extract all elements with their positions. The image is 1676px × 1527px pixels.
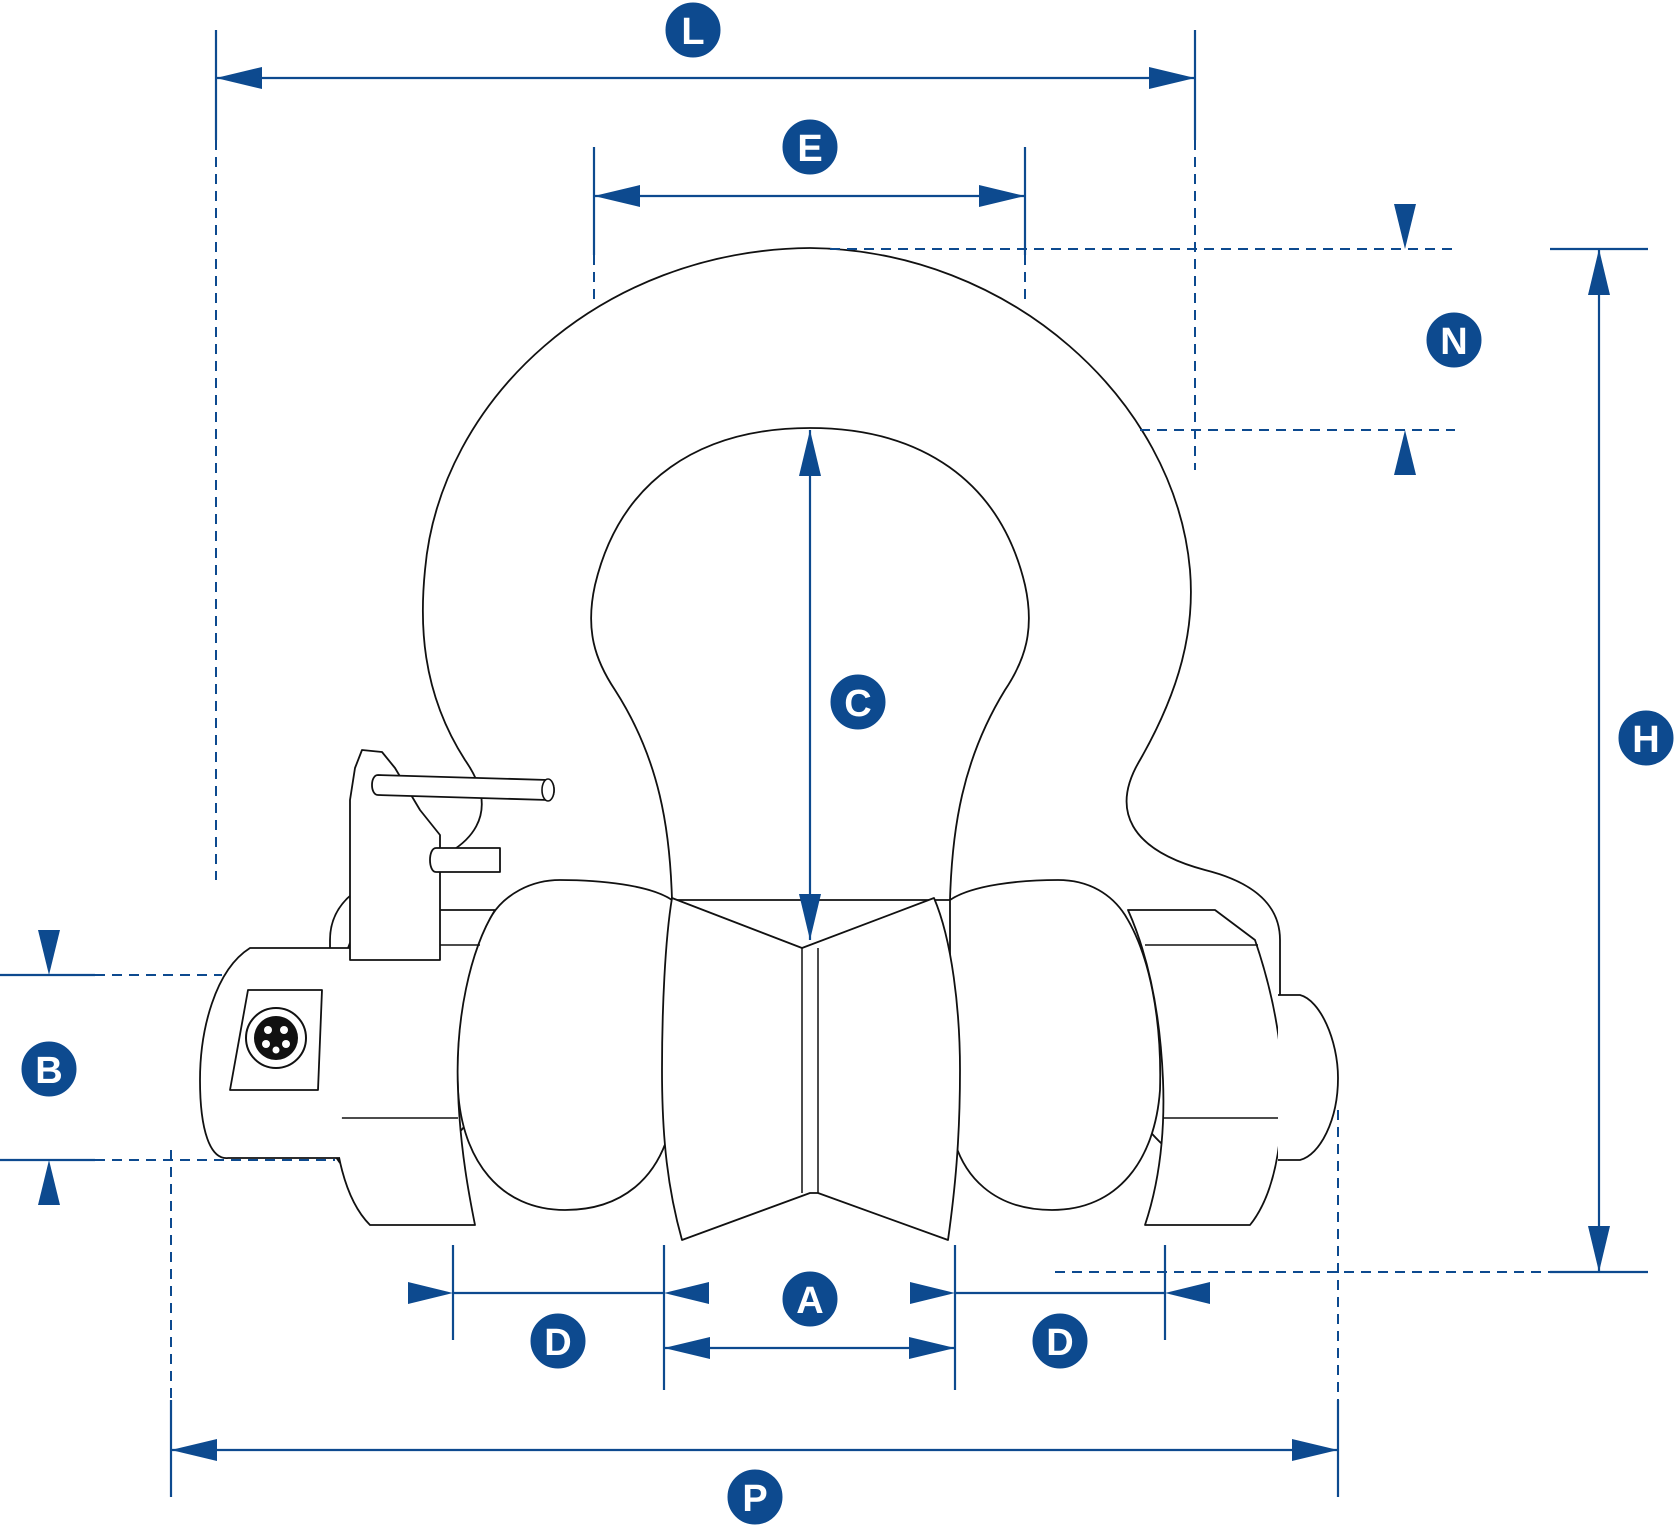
dim-N-arrow-bottom xyxy=(1394,430,1416,475)
dim-B-arrow-top xyxy=(38,930,60,975)
dim-E-arrow-right xyxy=(979,185,1025,207)
safety-pin xyxy=(371,774,555,801)
left-ear xyxy=(456,879,673,1211)
dim-L-arrow-right xyxy=(1149,67,1195,89)
dim-A-arrow-left xyxy=(664,1337,710,1359)
badge-D-left: D xyxy=(527,1310,589,1372)
retaining-pin xyxy=(429,847,501,873)
badge-D-left-text: D xyxy=(544,1322,571,1364)
dim-D-right-arrow-b xyxy=(1165,1282,1210,1304)
dim-A-arrow-right xyxy=(909,1337,955,1359)
safety-bracket xyxy=(349,749,441,961)
badge-L: L xyxy=(662,0,724,61)
badge-C-text: C xyxy=(844,683,871,725)
badge-P-text: P xyxy=(742,1478,767,1520)
dim-D-left-arrow-a xyxy=(408,1282,453,1304)
sensor-connector-icon xyxy=(245,1007,307,1069)
badge-E: E xyxy=(779,116,841,178)
dim-P-arrow-right xyxy=(1292,1439,1338,1461)
badge-D-right: D xyxy=(1029,1310,1091,1372)
badge-E-text: E xyxy=(797,128,822,170)
badge-B-text: B xyxy=(35,1050,62,1092)
shackle-drawing xyxy=(199,247,1339,1241)
dim-C-arrow-top xyxy=(799,430,821,476)
badge-N: N xyxy=(1423,309,1485,371)
badge-P: P xyxy=(724,1466,786,1527)
load-pin-sleeve xyxy=(661,897,961,1241)
badge-B: B xyxy=(18,1038,80,1100)
dim-B-arrow-bottom xyxy=(38,1160,60,1205)
dimension-badges: L E N H C B A D xyxy=(18,0,1676,1527)
dim-P-arrow-left xyxy=(171,1439,217,1461)
dim-N-arrow-top xyxy=(1394,204,1416,249)
dim-C-arrow-bottom xyxy=(799,894,821,940)
badge-H-text: H xyxy=(1632,719,1659,761)
badge-C: C xyxy=(827,671,889,733)
right-ear xyxy=(949,879,1162,1211)
dim-E-arrow-left xyxy=(594,185,640,207)
badge-A: A xyxy=(779,1268,841,1330)
dim-H-arrow-top xyxy=(1588,249,1610,295)
right-nut xyxy=(1127,909,1284,1226)
bolt-end xyxy=(1278,994,1339,1161)
badge-H: H xyxy=(1615,707,1676,769)
dim-L-arrow-left xyxy=(216,67,262,89)
dim-H-arrow-bottom xyxy=(1588,1226,1610,1272)
dim-D-left-arrow-b xyxy=(664,1282,709,1304)
badge-L-text: L xyxy=(681,11,704,53)
badge-D-right-text: D xyxy=(1046,1322,1073,1364)
safety-pin-end xyxy=(541,778,555,802)
dim-D-right-arrow-a xyxy=(910,1282,955,1304)
badge-A-text: A xyxy=(796,1280,823,1322)
dimension-lines xyxy=(0,30,1648,1497)
badge-N-text: N xyxy=(1440,321,1467,363)
load-pin-center-band xyxy=(801,948,819,1193)
